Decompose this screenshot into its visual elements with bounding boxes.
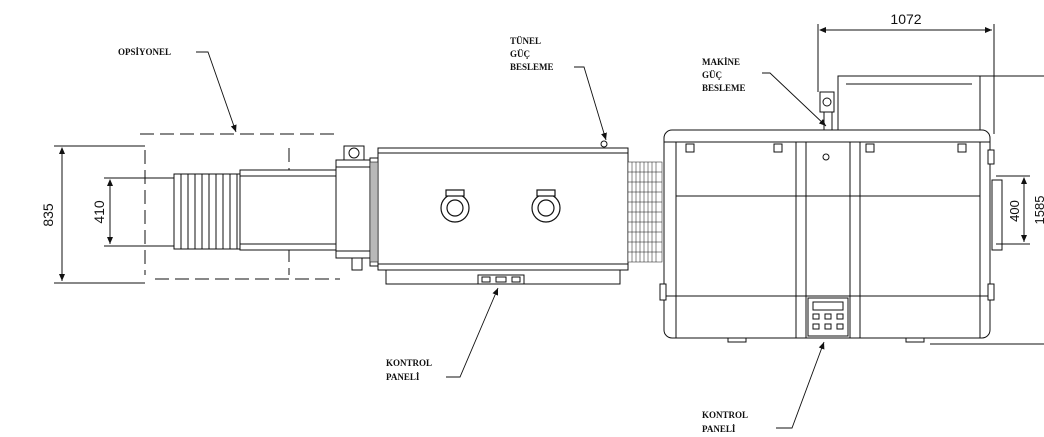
dimension-400 (996, 175, 1030, 245)
label-machine-power-2: GÜÇ (702, 70, 722, 80)
tunnel-body (369, 140, 629, 285)
label-control-panel-1a: KONTROL (386, 358, 432, 368)
label-control-panel-2a: KONTROL (702, 410, 748, 420)
tunnel-fan-icon-1 (440, 189, 470, 223)
dimension-400-label: 400 (1007, 200, 1022, 222)
dimension-835 (54, 145, 145, 284)
tunnel-mesh (369, 161, 379, 263)
label-tunnel-power-3: BESLEME (510, 62, 554, 72)
label-optional: OPSİYONEL (118, 47, 171, 57)
dimension-1585-label: 1585 (1032, 196, 1044, 225)
label-tunnel-power-2: GÜÇ (510, 49, 530, 59)
tunnel-control-panel (477, 274, 525, 285)
machine-power-connector-icon (819, 91, 835, 131)
leader-control-panel-1 (446, 287, 499, 378)
machine-body (659, 75, 1003, 343)
roller-conveyor (173, 159, 377, 259)
label-control-panel-1b: PANELİ (386, 372, 420, 382)
label-tunnel-power-1: TÜNEL (510, 36, 541, 46)
conveyor-rollers (180, 174, 238, 249)
leader-optional (196, 51, 237, 133)
conveyor-motor-icon (343, 145, 365, 271)
dimension-1585 (930, 75, 1044, 345)
leader-control-panel-2 (776, 341, 825, 429)
machine-control-panel (807, 297, 849, 337)
dimension-410 (104, 177, 176, 247)
dimension-1072-label: 1072 (890, 11, 921, 27)
tunnel-exit-mesh (627, 161, 663, 263)
label-control-panel-2b: PANELİ (702, 424, 736, 434)
leader-tunnel-power (574, 66, 607, 141)
leader-machine-power (762, 72, 827, 127)
dimension-410-label: 410 (91, 200, 107, 224)
dimension-835-label: 835 (40, 203, 56, 227)
label-machine-power-1: MAKİNE (702, 57, 740, 67)
tunnel-fan-icon-2 (531, 189, 561, 223)
label-machine-power-3: BESLEME (702, 83, 746, 93)
dimension-1072 (817, 24, 995, 134)
